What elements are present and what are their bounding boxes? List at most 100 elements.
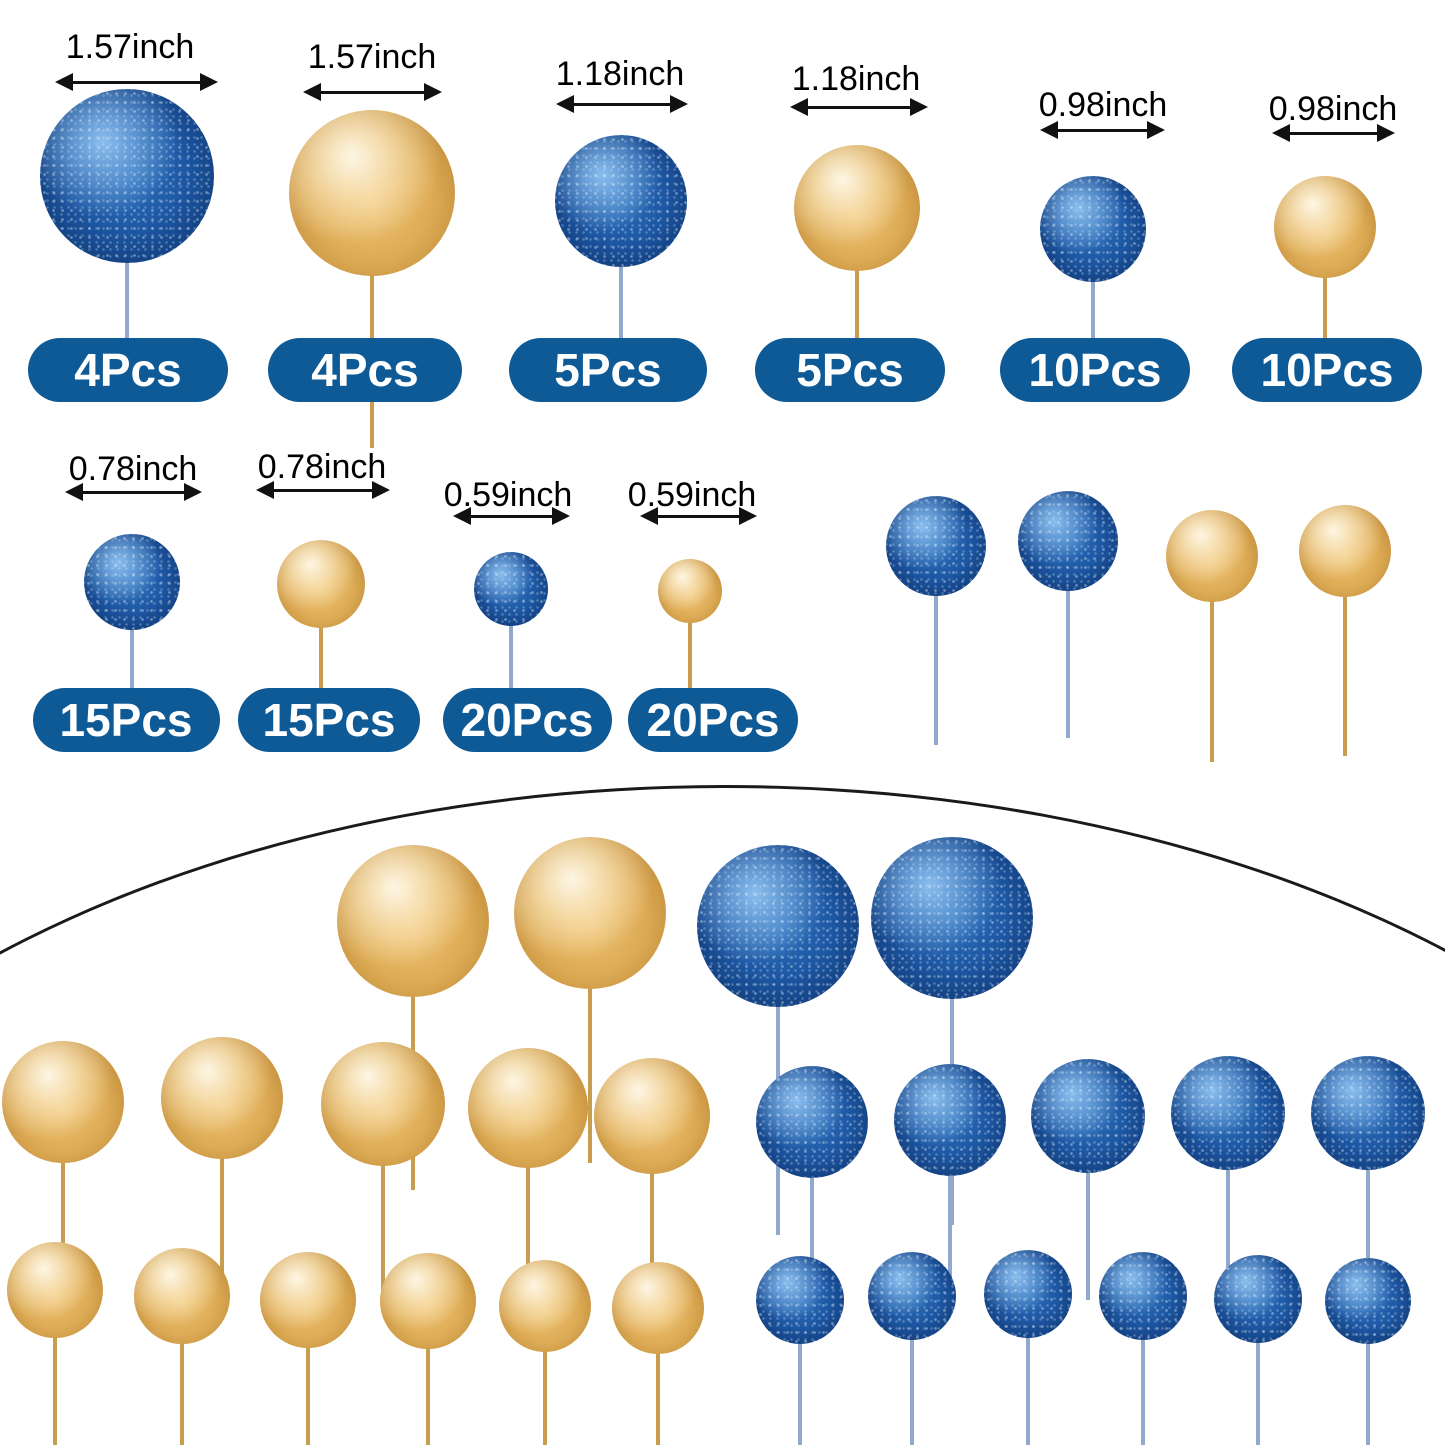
gold-ball: [289, 110, 455, 276]
gold-ball-stick: [370, 268, 374, 346]
arrow-line: [307, 90, 438, 94]
arrow-line: [69, 490, 198, 494]
gold-ball: [1274, 176, 1376, 278]
size-dimension-label: 1.57inch: [307, 38, 437, 76]
size-dimension-label: 0.98inch: [1268, 90, 1398, 128]
count-badge: 10Pcs: [1000, 338, 1190, 402]
dimension-arrow: [1040, 119, 1165, 141]
blue-glitter-ball: [984, 1250, 1072, 1338]
blue-glitter-ball: [1018, 491, 1118, 591]
gold-ball: [1166, 510, 1258, 602]
blue-glitter-ball: [1311, 1056, 1425, 1170]
blue-ball-stick: [798, 1336, 802, 1445]
gold-ball-stick: [650, 1166, 654, 1310]
gold-ball: [134, 1248, 230, 1344]
dimension-arrow: [65, 481, 202, 503]
gold-ball-stick: [61, 1155, 65, 1290]
gold-ball-stick: [53, 1330, 57, 1445]
size-dimension-label: 0.78inch: [68, 450, 198, 488]
blue-ball-stick: [1066, 583, 1070, 738]
blue-ball-stick: [130, 622, 134, 696]
size-dimension-label: 0.98inch: [1038, 86, 1168, 124]
count-badge: 4Pcs: [28, 338, 228, 402]
gold-ball: [594, 1058, 710, 1174]
blue-glitter-ball: [894, 1064, 1006, 1176]
gold-ball-stick: [426, 1341, 430, 1445]
blue-glitter-ball: [555, 135, 687, 267]
blue-ball-stick: [1226, 1162, 1230, 1295]
gold-ball-stick: [180, 1336, 184, 1445]
dimension-arrow: [256, 479, 390, 501]
blue-ball-stick: [910, 1332, 914, 1445]
gold-ball: [794, 145, 920, 271]
gold-ball: [1299, 505, 1391, 597]
blue-ball-stick: [810, 1170, 814, 1305]
gold-ball-stick: [855, 263, 859, 346]
dimension-arrow: [1272, 122, 1395, 144]
count-badge: 20Pcs: [442, 688, 612, 752]
count-badge: 20Pcs: [628, 688, 798, 752]
blue-ball-stick: [1091, 274, 1095, 346]
blue-ball-stick: [1366, 1162, 1370, 1295]
gold-ball-stick: [370, 398, 374, 448]
arrow-line: [1044, 128, 1161, 132]
gold-ball-stick: [588, 981, 592, 1163]
arrow-line: [260, 488, 386, 492]
blue-ball-stick: [1366, 1336, 1370, 1445]
gold-ball-stick: [656, 1346, 660, 1445]
gold-ball-stick: [381, 1158, 385, 1295]
blue-glitter-ball: [868, 1252, 956, 1340]
blue-glitter-ball: [871, 837, 1033, 999]
blue-ball-stick: [1256, 1335, 1260, 1445]
gold-ball-stick: [306, 1340, 310, 1445]
size-dimension-label: 1.57inch: [65, 28, 195, 66]
count-badge: 15Pcs: [32, 688, 220, 752]
gold-ball: [321, 1042, 445, 1166]
count-badge: 5Pcs: [509, 338, 707, 402]
gold-ball: [7, 1242, 103, 1338]
size-dimension-label: 0.78inch: [257, 448, 387, 486]
blue-glitter-ball: [1031, 1059, 1145, 1173]
count-badge: 5Pcs: [755, 338, 945, 402]
dimension-arrow: [640, 505, 757, 527]
blue-glitter-ball: [756, 1256, 844, 1344]
blue-glitter-ball: [1325, 1258, 1411, 1344]
dimension-arrow: [790, 96, 928, 118]
blue-ball-stick: [1026, 1330, 1030, 1445]
blue-glitter-ball: [474, 552, 548, 626]
gold-ball: [161, 1037, 283, 1159]
dimension-arrow: [556, 93, 688, 115]
blue-glitter-ball: [1171, 1056, 1285, 1170]
dimension-arrow: [453, 505, 570, 527]
dimension-arrow: [303, 81, 442, 103]
gold-ball: [277, 540, 365, 628]
blue-ball-stick: [934, 588, 938, 745]
arrow-line: [457, 514, 566, 518]
gold-ball: [468, 1048, 588, 1168]
gold-ball-stick: [220, 1151, 224, 1285]
count-badge: 10Pcs: [1232, 338, 1422, 402]
gold-ball: [658, 559, 722, 623]
blue-glitter-ball: [1214, 1255, 1302, 1343]
blue-ball-stick: [1086, 1165, 1090, 1300]
gold-ball: [380, 1253, 476, 1349]
arrow-line: [59, 80, 214, 84]
dome-outline: [0, 785, 1445, 1445]
gold-ball-stick: [319, 620, 323, 696]
gold-ball-stick: [688, 615, 692, 696]
count-badge: 4Pcs: [268, 338, 462, 402]
gold-ball: [2, 1041, 124, 1163]
gold-ball: [612, 1262, 704, 1354]
gold-ball-stick: [526, 1160, 530, 1300]
gold-ball-stick: [1323, 270, 1327, 346]
blue-ball-stick: [125, 255, 129, 346]
blue-glitter-ball: [886, 496, 986, 596]
arrow-line: [1276, 131, 1391, 135]
blue-glitter-ball: [756, 1066, 868, 1178]
arrow-line: [644, 514, 753, 518]
blue-glitter-ball: [1040, 176, 1146, 282]
gold-ball: [337, 845, 489, 997]
blue-ball-stick: [1141, 1332, 1145, 1445]
blue-glitter-ball: [1099, 1252, 1187, 1340]
gold-ball-stick: [1343, 589, 1347, 756]
